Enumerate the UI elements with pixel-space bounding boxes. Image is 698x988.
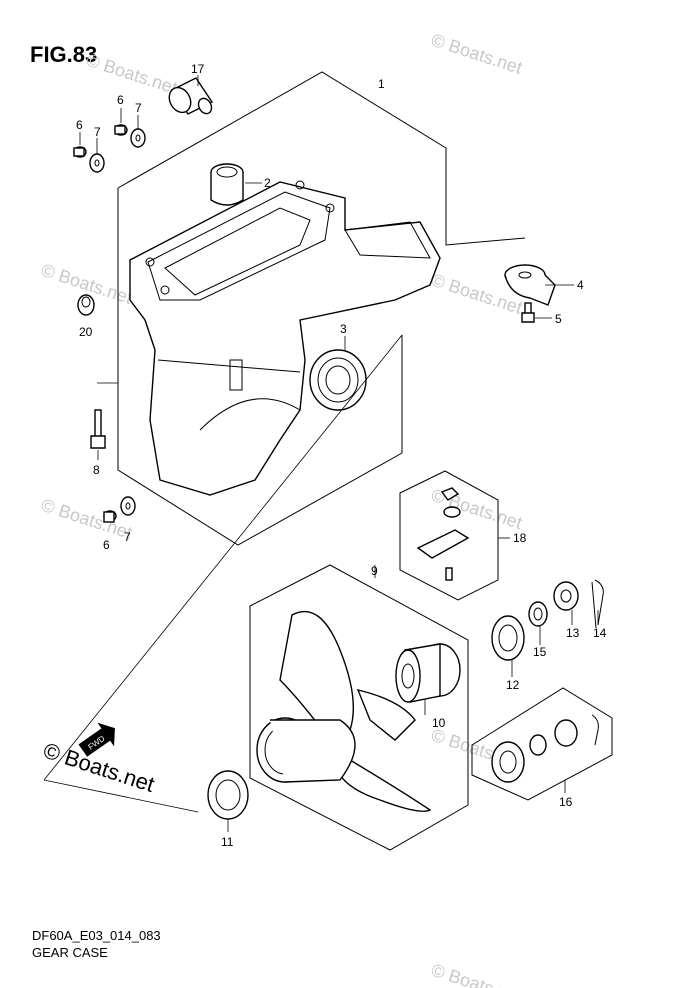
part-7-washer-lower (120, 496, 136, 516)
part-16-kit-box (471, 687, 613, 801)
part-3-bearing (309, 336, 367, 411)
callout-14: 14 (593, 626, 607, 640)
watermark: © Boats.net (429, 960, 525, 988)
callout-16: 16 (559, 795, 573, 809)
part-2-bushing (210, 163, 262, 206)
part-14-cotter-pin (591, 579, 604, 629)
figure-name: GEAR CASE (32, 945, 108, 960)
figure-title: FIG.83 (30, 42, 98, 67)
callout-6c: 6 (103, 538, 110, 552)
gear-case-housing (129, 180, 441, 496)
callout-3: 3 (340, 322, 347, 336)
callout-7c: 7 (124, 530, 131, 544)
callout-1: 1 (378, 77, 385, 91)
part-17-plug (168, 75, 214, 115)
part-11-thrust-washer (207, 770, 249, 832)
callout-4: 4 (577, 278, 584, 292)
callout-6: 6 (76, 118, 83, 132)
part-10-spacer (395, 643, 461, 715)
callout-18: 18 (513, 531, 527, 545)
callout-10: 10 (432, 716, 446, 730)
figure-code: DF60A_E03_014_083 (32, 928, 161, 943)
part-15-washer (528, 601, 548, 645)
callout-7: 7 (94, 125, 101, 139)
gear-case-outline (97, 71, 526, 546)
part-12-spline-washer (491, 615, 525, 677)
callout-11: 11 (221, 835, 234, 849)
leader-lines (43, 334, 403, 813)
part-4-anode (504, 264, 574, 306)
callout-12: 12 (506, 678, 520, 692)
callout-8: 8 (93, 463, 100, 477)
watermark: © Boats.net (429, 30, 525, 78)
part-6-screw-upper (73, 108, 128, 158)
callout-6b: 6 (117, 93, 124, 107)
callout-13: 13 (566, 626, 580, 640)
watermark: © Boats.net (39, 495, 135, 543)
callout-20: 20 (79, 325, 93, 339)
propeller (256, 610, 432, 812)
callout-7b: 7 (135, 101, 142, 115)
part-5-bolt (521, 302, 552, 323)
watermark: © Boats.net (84, 50, 180, 98)
part-8-bolt (90, 409, 106, 460)
callout-2: 2 (264, 176, 271, 190)
callout-9: 9 (371, 564, 378, 578)
part-13-nut (553, 581, 579, 625)
part-18-kit-box (399, 470, 510, 601)
callouts: 1 2 3 4 5 6 7 8 9 10 11 12 13 14 15 16 1… (76, 62, 607, 849)
part-20-cap (77, 294, 95, 316)
part-7-washer-upper (89, 115, 146, 173)
part-6-screw-lower (103, 510, 117, 523)
callout-5: 5 (555, 312, 562, 326)
callout-15: 15 (533, 645, 547, 659)
part-9-propeller-box (249, 564, 469, 851)
callout-17: 17 (191, 62, 205, 76)
